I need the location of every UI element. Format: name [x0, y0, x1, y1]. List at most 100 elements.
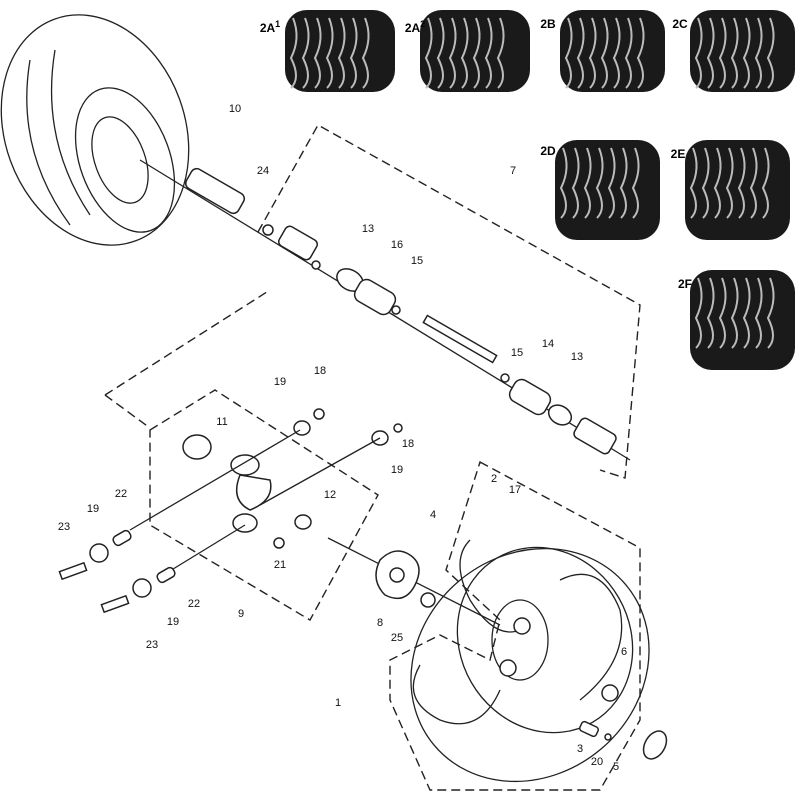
callout-13: 13	[362, 223, 374, 235]
tire-option-label: 2B	[540, 17, 556, 31]
tread-mark	[742, 17, 751, 89]
callout-17: 17	[509, 484, 521, 496]
tire-option-label: 2C	[672, 17, 688, 31]
tire-photo	[555, 140, 660, 240]
tire-option-1: 2A1	[260, 10, 395, 92]
callout-8: 8	[377, 617, 383, 629]
tread-mark	[754, 277, 763, 349]
tread-mark	[612, 17, 621, 89]
wheel-group-outline	[389, 460, 641, 791]
tread-mark	[730, 277, 739, 349]
tread-mark	[706, 277, 715, 349]
tread-mark	[325, 17, 334, 89]
callout-23: 23	[58, 521, 70, 533]
tread-mark	[301, 17, 310, 89]
callout-18: 18	[314, 365, 326, 377]
callout-5: 5	[613, 761, 619, 773]
callout-15: 15	[511, 347, 523, 359]
callout-9: 9	[238, 608, 244, 620]
tread-mark	[313, 17, 322, 89]
callout-2: 2	[491, 473, 497, 485]
tire-photo	[685, 140, 790, 240]
tread-mark	[337, 17, 346, 89]
callout-16: 16	[391, 239, 403, 251]
tread-mark	[607, 147, 616, 219]
tread-mark	[571, 147, 580, 219]
tread-mark	[460, 17, 469, 89]
callout-7: 7	[510, 165, 516, 177]
callout-22: 22	[188, 598, 200, 610]
tread-mark	[725, 147, 734, 219]
tread-mark	[766, 17, 775, 89]
tread-mark	[737, 147, 746, 219]
callout-19: 19	[87, 503, 99, 515]
tread-mark	[730, 17, 739, 89]
tread-mark	[361, 17, 370, 89]
callout-18: 18	[402, 438, 414, 450]
tread-mark	[689, 147, 698, 219]
tread-mark	[559, 147, 568, 219]
callout-6: 6	[621, 646, 627, 658]
tread-mark	[588, 17, 597, 89]
tread-mark	[349, 17, 358, 89]
knuckle-group-outline	[104, 289, 271, 429]
knuckle-box-9	[149, 389, 379, 621]
axle-group-outline	[257, 124, 641, 479]
callout-1: 1	[335, 697, 341, 709]
cv-axle-outer	[184, 167, 617, 455]
hub-4	[375, 550, 436, 608]
callout-20: 20	[591, 756, 603, 768]
tread-mark	[713, 147, 722, 219]
callout-23: 23	[146, 639, 158, 651]
tread-mark	[496, 17, 505, 89]
tread-mark	[564, 17, 573, 89]
callout-21: 21	[274, 559, 286, 571]
callout-10: 10	[229, 103, 241, 115]
callout-22: 22	[115, 488, 127, 500]
callout-14: 14	[542, 338, 554, 350]
callout-19: 19	[167, 616, 179, 628]
callout-13: 13	[571, 351, 583, 363]
tread-mark	[701, 147, 710, 219]
tread-mark	[694, 277, 703, 349]
tire-options: 2A1 2A2 2B 2C 2D 2E 2F	[260, 10, 795, 370]
tire-option-5: 2D	[540, 140, 660, 240]
tread-mark	[742, 277, 751, 349]
tire-option-4: 2C	[672, 10, 795, 92]
knuckle-parts	[58, 408, 501, 626]
tire-option-2: 2A2	[405, 10, 530, 92]
tire-option-label: 2E	[671, 147, 686, 161]
tread-mark	[754, 17, 763, 89]
callout-12: 12	[324, 489, 336, 501]
callout-11: 11	[216, 416, 227, 428]
tire-option-label: 2D	[540, 144, 556, 158]
callout-3: 3	[577, 743, 583, 755]
tread-mark	[624, 17, 633, 89]
tread-mark	[749, 147, 758, 219]
tread-mark	[694, 17, 703, 89]
tire-option-7: 2F	[678, 270, 795, 370]
tread-mark	[631, 147, 640, 219]
tire-photo	[420, 10, 530, 92]
tread-mark	[424, 17, 433, 89]
tread-mark	[436, 17, 445, 89]
tire-option-6: 2E	[671, 140, 790, 240]
tread-mark	[636, 17, 645, 89]
tread-mark	[583, 147, 592, 219]
tread-mark	[718, 277, 727, 349]
tread-mark	[576, 17, 585, 89]
callout-4: 4	[430, 509, 436, 521]
tread-mark	[766, 277, 775, 349]
tread-mark	[289, 17, 298, 89]
tire-photo	[690, 10, 795, 92]
callout-19: 19	[391, 464, 403, 476]
callout-19: 19	[274, 376, 286, 388]
tire-option-label: 2A1	[260, 19, 280, 35]
tread-mark	[448, 17, 457, 89]
tread-mark	[718, 17, 727, 89]
tire-option-label: 2A2	[405, 19, 425, 35]
tire-option-label: 2F	[678, 277, 692, 291]
